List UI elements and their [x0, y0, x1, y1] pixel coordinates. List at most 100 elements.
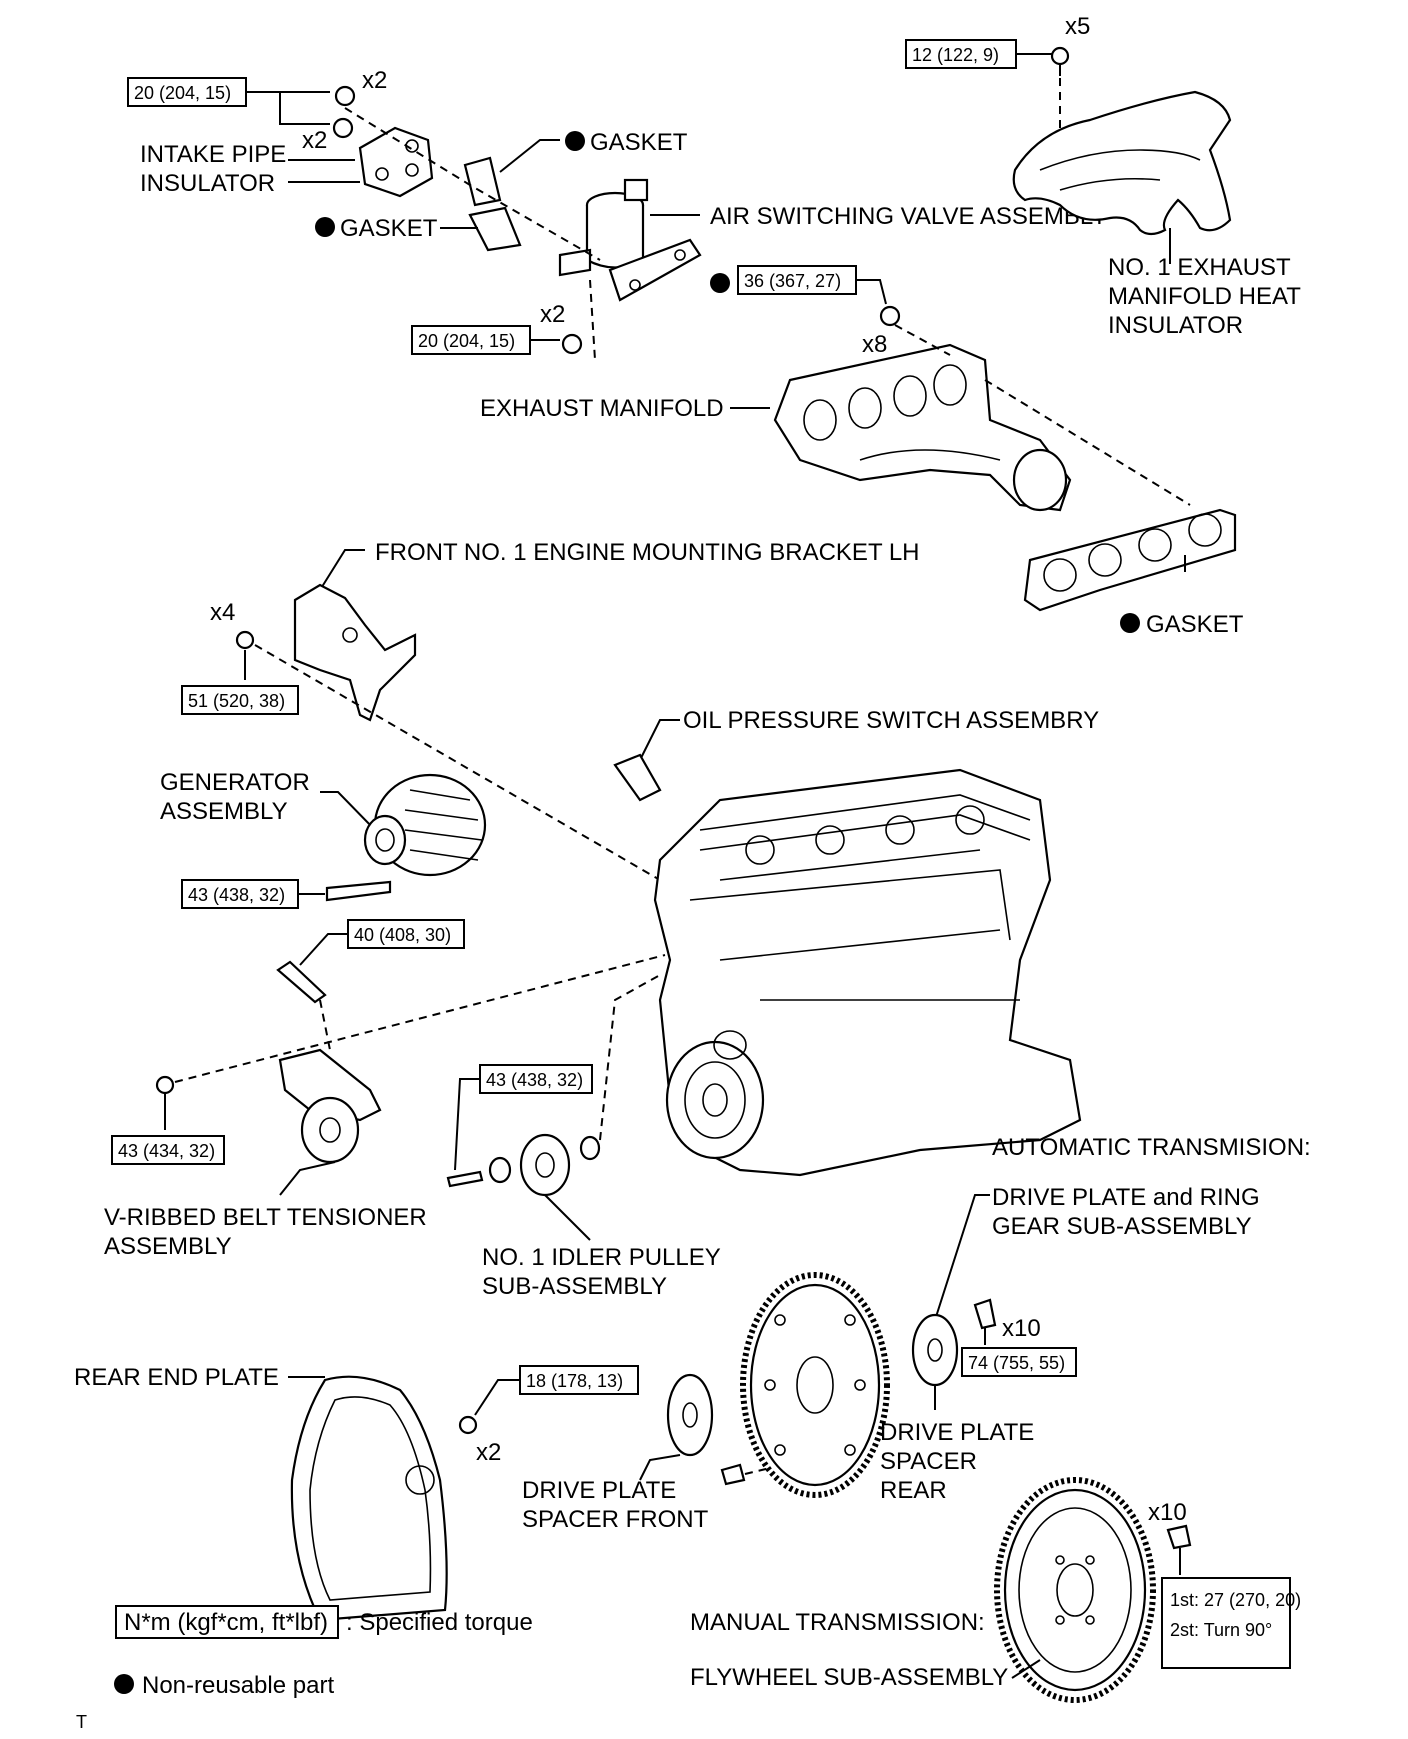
- torque-box: [127, 77, 247, 107]
- bolt-icon: [446, 1170, 484, 1188]
- non-reusable-marker: [315, 217, 335, 237]
- manifold-gasket-part: [1023, 508, 1237, 612]
- idler-pulley-group: 43 (438, 32) NO. 1 IDLER PULLEY SUB-ASSE…: [446, 974, 721, 1300]
- part-label: GASKET: [340, 215, 438, 242]
- spacer-icon: [579, 1135, 601, 1161]
- quantity-label: x2: [540, 301, 565, 328]
- torque-value: 20 (204, 15): [418, 331, 515, 351]
- quantity-label: x2: [476, 1439, 501, 1466]
- bolt-icon: [720, 1463, 746, 1486]
- non-reusable-marker: [565, 131, 585, 151]
- part-label-line-1: DRIVE PLATE: [880, 1419, 1034, 1446]
- nut-icon: [879, 305, 901, 327]
- oil-pressure-switch-part: [613, 753, 662, 802]
- torque-box: [181, 879, 299, 909]
- bolt-icon: [235, 630, 255, 650]
- drive-plate-spacer-rear-part: [911, 1313, 959, 1387]
- part-label-line-1: V-RIBBED BELT TENSIONER: [104, 1204, 427, 1231]
- bolt-icon: [973, 1298, 997, 1330]
- belt-tensioner-group: 43 (434, 32) V-RIBBED BELT TENSIONER ASS…: [104, 954, 666, 1260]
- torque-box: [111, 1135, 225, 1165]
- torque-box: [905, 39, 1017, 69]
- idler-pulley-part: [519, 1133, 571, 1197]
- part-label: GASKET: [590, 129, 688, 156]
- part-label-line-2: SUB-ASSEMBLY: [482, 1273, 667, 1300]
- part-label-line-1: NO. 1 EXHAUST: [1108, 254, 1291, 281]
- exhaust-manifold-group: 36 (367, 27) x8 EXHAUST MANIFOLD GASKET: [480, 265, 1244, 638]
- legend-torque-unit: N*m (kgf*cm, ft*lbf): [124, 1609, 328, 1636]
- torque-step-1: 1st: 27 (270, 20): [1170, 1590, 1301, 1610]
- torque-box: [1161, 1577, 1291, 1669]
- bolt-icon: [1166, 1524, 1192, 1550]
- mounting-bracket-group: FRONT NO. 1 ENGINE MOUNTING BRACKET LH x…: [181, 539, 920, 881]
- part-label: EXHAUST MANIFOLD: [480, 395, 724, 422]
- gasket-part: [463, 156, 502, 207]
- figure-code: T: [76, 1712, 87, 1732]
- drive-plate-spacer-front-part: [666, 1373, 714, 1457]
- oil-pressure-switch-group: OIL PRESSURE SWITCH ASSEMBRY: [613, 707, 1099, 802]
- bolt-icon: [458, 1415, 478, 1435]
- legend-non-reusable: Non-reusable part: [142, 1672, 334, 1699]
- section-heading: MANUAL TRANSMISSION:: [690, 1609, 985, 1636]
- part-label-line-1: NO. 1 IDLER PULLEY: [482, 1244, 721, 1271]
- part-label-line-1: INTAKE PIPE: [140, 141, 286, 168]
- part-label-line-2: MANIFOLD HEAT: [1108, 283, 1301, 310]
- non-reusable-marker: [710, 273, 730, 293]
- part-label-line-1: GENERATOR: [160, 769, 310, 796]
- automatic-transmission-group: AUTOMATIC TRANSMISION: DRIVE PLATE and R…: [522, 1134, 1311, 1533]
- torque-box: [181, 685, 299, 715]
- quantity-label: x8: [862, 331, 887, 358]
- torque-value: 74 (755, 55): [968, 1353, 1065, 1373]
- torque-box: [479, 1064, 593, 1094]
- bolt-icon: [325, 880, 392, 902]
- nut-icon: [334, 85, 356, 107]
- bolt-icon: [561, 333, 583, 355]
- torque-value: 43 (438, 32): [188, 885, 285, 905]
- quantity-label: x10: [1148, 1499, 1187, 1526]
- part-label: GASKET: [1146, 611, 1244, 638]
- torque-value: 12 (122, 9): [912, 45, 999, 65]
- intake-pipe-insulator-group: 20 (204, 15) x2 x2 INTAKE PIPE INSULATOR…: [127, 67, 1107, 361]
- torque-box: [737, 265, 857, 295]
- section-heading: AUTOMATIC TRANSMISION:: [992, 1134, 1311, 1161]
- generator-group: GENERATOR ASSEMBLY 43 (438, 32) 40 (408,…: [160, 769, 487, 1051]
- bolt-icon: [1050, 46, 1070, 66]
- gasket-part: [468, 206, 522, 252]
- generator-part: [363, 773, 487, 877]
- torque-step-2: 2st: Turn 90°: [1170, 1620, 1272, 1640]
- torque-value: 51 (520, 38): [188, 691, 285, 711]
- legend: N*m (kgf*cm, ft*lbf) : Specified torque …: [76, 1605, 533, 1732]
- part-label-line-3: INSULATOR: [1108, 312, 1243, 339]
- part-label-line-1: DRIVE PLATE and RING: [992, 1184, 1260, 1211]
- part-label: AIR SWITCHING VALVE ASSEMBLY: [710, 203, 1107, 230]
- torque-value: 36 (367, 27): [744, 271, 841, 291]
- part-label: FRONT NO. 1 ENGINE MOUNTING BRACKET LH: [375, 539, 920, 566]
- quantity-label: x4: [210, 599, 235, 626]
- nut-icon: [332, 117, 354, 139]
- washer-icon: [488, 1156, 512, 1184]
- torque-value: 40 (408, 30): [354, 925, 451, 945]
- torque-value: 20 (204, 15): [134, 83, 231, 103]
- non-reusable-marker: [114, 1674, 134, 1694]
- part-label-line-2: ASSEMBLY: [104, 1233, 232, 1260]
- non-reusable-marker: [1120, 613, 1140, 633]
- part-label-line-2: SPACER: [880, 1448, 977, 1475]
- heat-insulator-group: x5 12 (122, 9) NO. 1 EXHAUST MANIFOLD HE…: [905, 13, 1301, 339]
- quantity-label: x10: [1002, 1315, 1041, 1342]
- torque-value: 43 (438, 32): [486, 1070, 583, 1090]
- part-label: OIL PRESSURE SWITCH ASSEMBRY: [683, 707, 1099, 734]
- torque-box: [961, 1347, 1077, 1377]
- part-label-line-1: DRIVE PLATE: [522, 1477, 676, 1504]
- part-label-line-2: ASSEMBLY: [160, 798, 288, 825]
- torque-box: [411, 325, 531, 355]
- bolt-icon: [276, 960, 327, 1004]
- rear-end-plate-part: [290, 1375, 448, 1622]
- heat-insulator-part: [1012, 90, 1232, 236]
- quantity-label: x5: [1065, 13, 1090, 40]
- ring-gear-part: [740, 1272, 890, 1498]
- air-switching-valve-part: [558, 178, 702, 302]
- legend-torque-desc: : Specified torque: [346, 1609, 533, 1636]
- legend-torque-box: [115, 1605, 339, 1639]
